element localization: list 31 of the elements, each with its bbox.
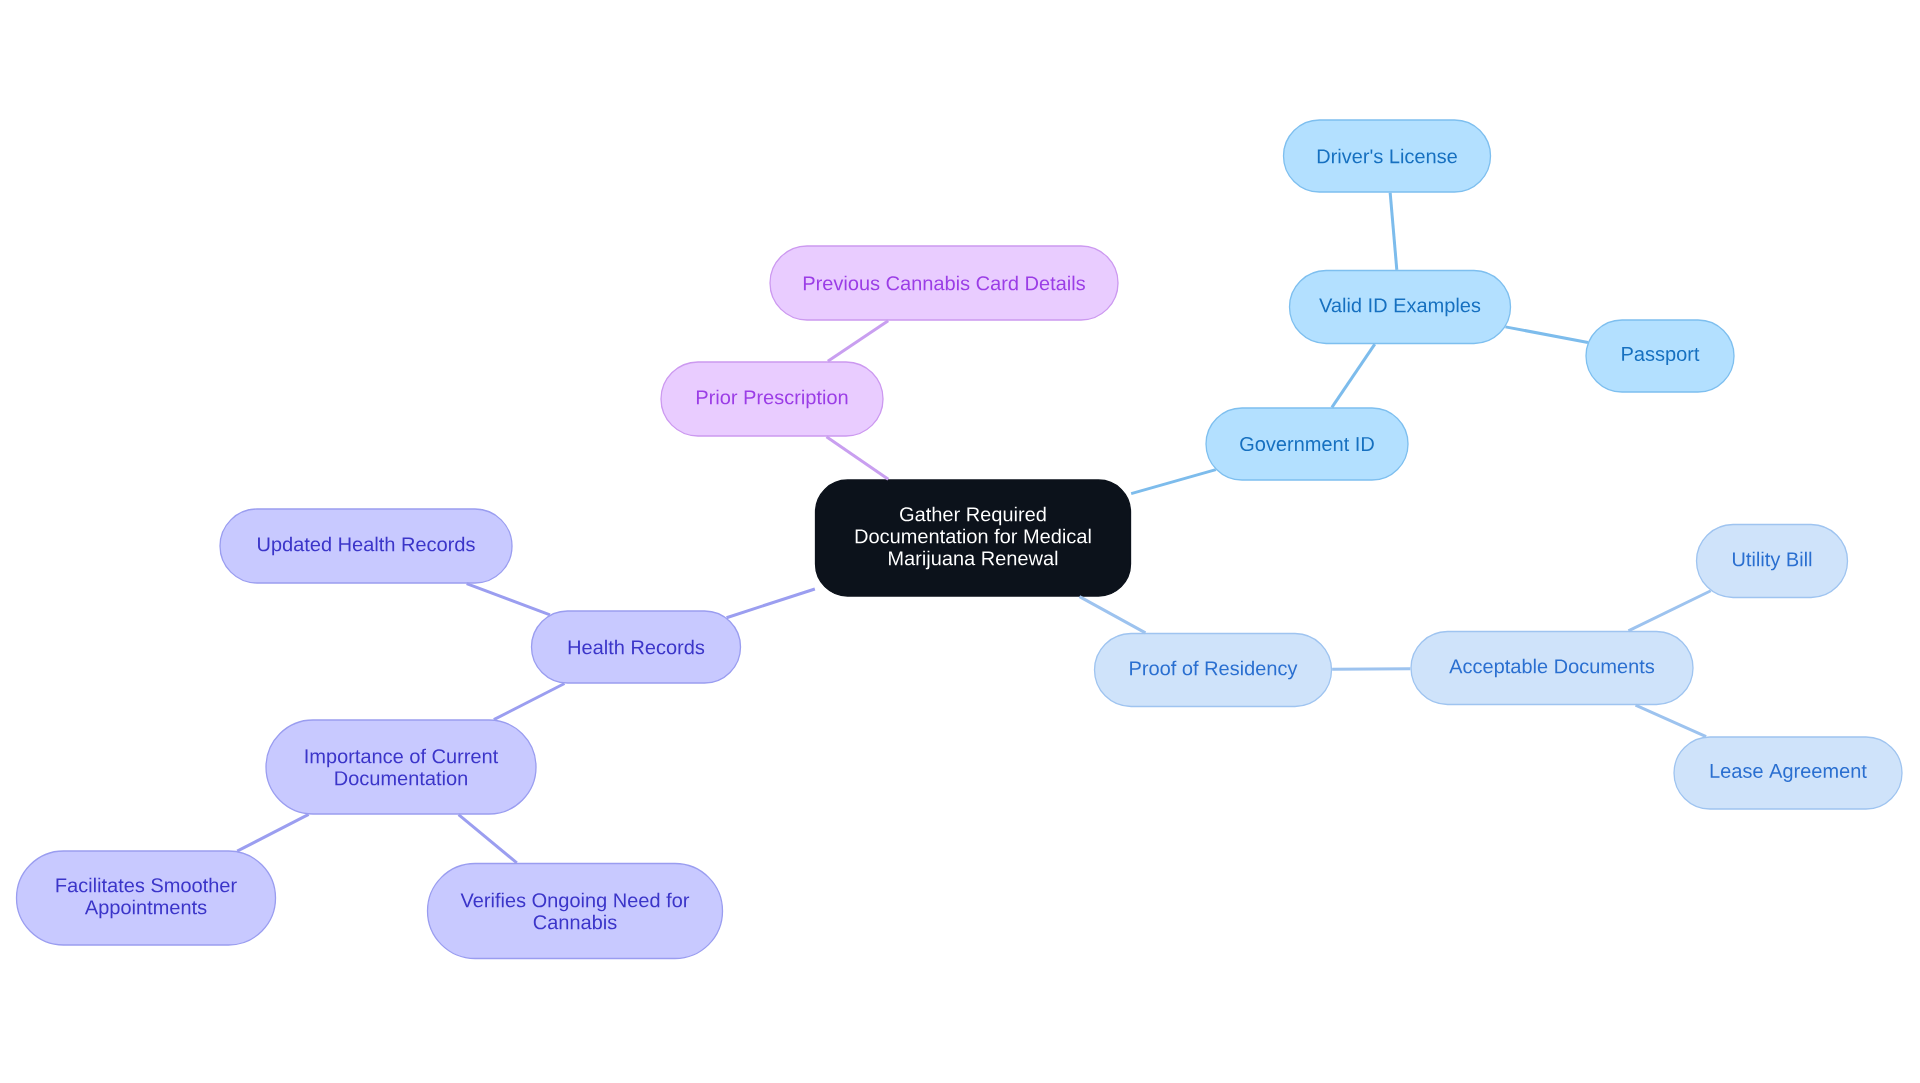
topic-box: Government ID <box>1205 407 1409 481</box>
topic-box: Driver's License <box>1282 119 1492 193</box>
connector-line <box>1130 468 1217 496</box>
connector-line <box>827 319 890 363</box>
connector-line <box>726 587 816 620</box>
connector-line <box>1388 192 1399 270</box>
topic-box: Valid ID Examples <box>1288 269 1512 345</box>
topic-box: Health Records <box>530 610 742 684</box>
central-topic-box: Gather Required Documentation for Medical Marijuana Renewal <box>814 479 1132 597</box>
connector-line <box>1627 589 1712 633</box>
topic-box: Facilitates Smoother Appointments <box>15 850 277 946</box>
topic-box: Prior Prescription <box>660 361 884 437</box>
connector-line <box>466 582 551 617</box>
topic-box: Utility Bill <box>1695 523 1849 599</box>
topic-box: Verifies Ongoing Need for Cannabis <box>426 862 724 960</box>
topic-box: Lease Agreement <box>1673 736 1903 810</box>
topic-box: Passport <box>1585 319 1735 393</box>
connector-line <box>236 813 310 853</box>
connector-line <box>1332 667 1411 671</box>
connector-line <box>1078 595 1147 635</box>
connector-line <box>1634 703 1707 738</box>
topic-box: Importance of Current Documentation <box>265 719 537 815</box>
connector-line <box>825 435 890 481</box>
topic-box: Acceptable Documents <box>1410 630 1694 706</box>
topic-box: Previous Cannabis Card Details <box>769 245 1119 321</box>
connector-line <box>1330 343 1377 409</box>
topic-box: Proof of Residency <box>1093 632 1333 708</box>
connector-line <box>457 813 518 864</box>
topic-box: Updated Health Records <box>219 508 513 584</box>
connector-line <box>493 682 566 721</box>
connector-line <box>1505 325 1589 344</box>
